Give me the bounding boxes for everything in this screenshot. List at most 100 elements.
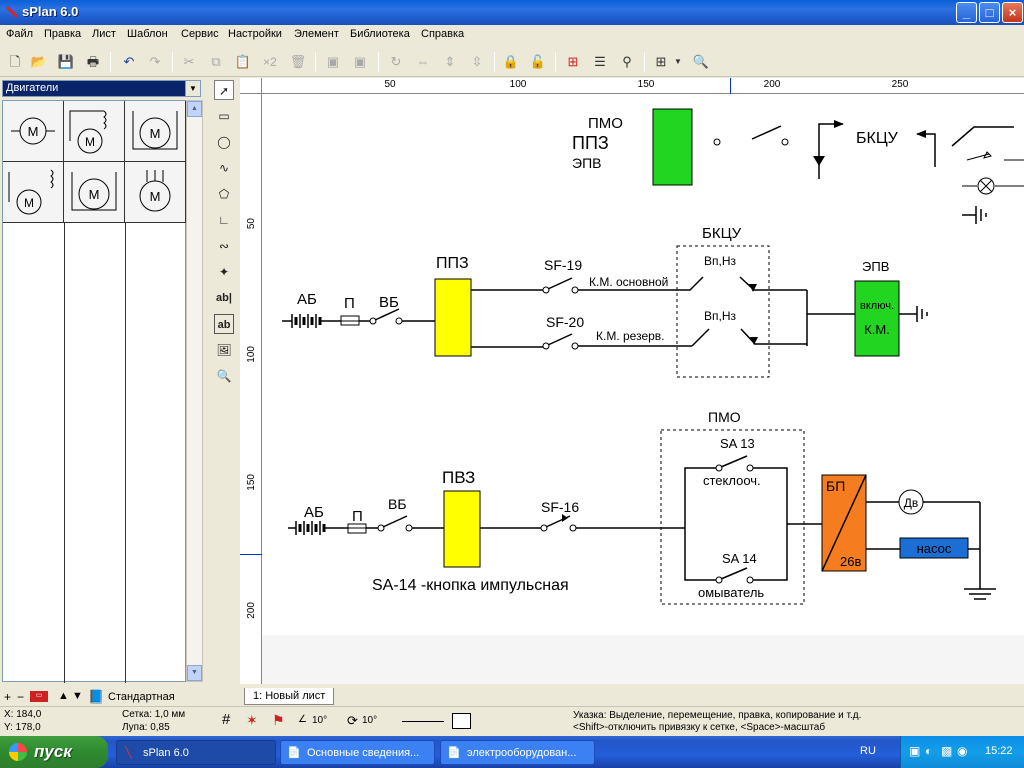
group-icon[interactable]: 🔒 xyxy=(502,54,520,69)
library-item-motor-3ph-simple[interactable]: M xyxy=(125,162,186,223)
tray-network-icon[interactable]: ▣ xyxy=(909,744,921,758)
library-panel: Двигатели ▼ M M M M M M ▲ ▼ xyxy=(0,78,204,688)
snap-icon[interactable]: ✶ xyxy=(246,712,258,728)
tray-app-icon[interactable]: ▩ xyxy=(941,744,953,758)
freehand-tool-icon[interactable]: ∿ xyxy=(218,161,230,175)
text-tool-icon[interactable]: ab| xyxy=(216,292,232,304)
find-binoculars-icon[interactable]: ⚲ xyxy=(622,54,632,69)
scroll-up-icon[interactable]: ▲ xyxy=(187,101,202,117)
zoom-tool-icon[interactable]: 🔍 xyxy=(216,369,232,383)
task-doc-2[interactable]: 📄 электрооборудован... xyxy=(440,740,595,765)
move-up-icon[interactable]: ▲ xyxy=(58,690,69,702)
menu-element[interactable]: Элемент xyxy=(294,28,339,40)
book-icon[interactable]: 📘 xyxy=(88,689,105,704)
menu-service[interactable]: Сервис xyxy=(181,28,219,40)
ungroup-icon[interactable]: 🔓 xyxy=(529,54,547,69)
menu-template[interactable]: Шаблон xyxy=(127,28,168,40)
close-button[interactable]: × xyxy=(1002,2,1023,23)
library-scrollbar[interactable]: ▲ ▼ xyxy=(186,100,203,682)
print-icon[interactable]: 🖶 xyxy=(86,54,100,69)
menu-settings[interactable]: Настройки xyxy=(228,28,282,40)
grid-icon[interactable]: ⊞ xyxy=(655,54,667,69)
move-down-icon[interactable]: ▼ xyxy=(72,690,83,702)
align-icon[interactable]: ⇳ xyxy=(471,54,483,69)
save-icon[interactable]: 💾 xyxy=(57,54,75,69)
library-item-motor-3phase[interactable]: M xyxy=(64,162,125,223)
menu-help[interactable]: Справка xyxy=(421,28,465,40)
rotate-angle-icon[interactable]: ⟳ xyxy=(347,713,358,728)
switch-blade-icon xyxy=(751,125,782,140)
task-doc-1[interactable]: 📄 Основные сведения... xyxy=(280,740,435,765)
open-folder-icon[interactable]: 📂 xyxy=(30,54,48,69)
grid-toggle-icon[interactable]: # xyxy=(222,711,231,728)
to-front-icon[interactable]: ▣ xyxy=(326,54,340,69)
mirror-v-icon[interactable]: ⇕ xyxy=(444,54,456,69)
tab-sheet-1[interactable]: 1: Новый лист xyxy=(244,688,335,705)
fill-preview[interactable] xyxy=(452,713,471,729)
point-tool-icon[interactable]: ✦ xyxy=(218,265,230,279)
textbox-tool-icon[interactable]: ab xyxy=(214,314,234,334)
maximize-button[interactable]: □ xyxy=(979,2,1000,23)
language-indicator[interactable]: RU xyxy=(860,745,876,757)
paste-icon[interactable]: 📋 xyxy=(234,54,252,69)
label-stekloch: стеклооч. xyxy=(703,473,761,488)
svg-text:M: M xyxy=(24,196,34,210)
label-sa13: SA 13 xyxy=(720,436,755,451)
parts-list-icon[interactable]: ☰ xyxy=(594,54,606,69)
arrow-tool-icon[interactable]: ➚ xyxy=(214,80,234,100)
numbering-icon[interactable]: ⊞ xyxy=(567,54,579,69)
chevron-down-icon[interactable]: ▼ xyxy=(185,81,200,96)
label-bkcu-mid: БКЦУ xyxy=(702,225,742,242)
duplicate-x2-icon[interactable]: ×2 xyxy=(263,55,277,69)
rotate-angle-value[interactable]: 10° xyxy=(362,715,378,726)
mirror-h-icon[interactable]: ⇔ xyxy=(416,54,430,69)
drawing-canvas[interactable]: ПМО ППЗ ЭПВ БКЦУ АБ П ВБ ППЗ SF-19 К.М. … xyxy=(262,94,1024,684)
angle-icon[interactable]: ∠ xyxy=(298,714,307,725)
library-select[interactable]: Двигатели ▼ xyxy=(2,80,201,97)
minimize-button[interactable]: _ xyxy=(956,2,977,23)
image-tool-icon[interactable]: 🖼 xyxy=(216,343,232,357)
menu-library[interactable]: Библиотека xyxy=(350,28,410,40)
ellipse-tool-icon[interactable]: ◯ xyxy=(217,135,231,149)
start-button[interactable]: пуск xyxy=(0,736,108,768)
tray-media-icon[interactable]: ◉ xyxy=(957,744,968,758)
library-edit-icon[interactable]: ▭ xyxy=(30,691,48,702)
library-item-motor-box[interactable]: M xyxy=(125,101,186,162)
grid-dropdown-icon[interactable]: ▼ xyxy=(674,57,682,66)
cut-icon[interactable]: ✂ xyxy=(183,54,195,69)
library-item-motor[interactable]: M xyxy=(3,101,64,162)
polygon-tool-icon[interactable]: ⬠ xyxy=(218,187,230,201)
library-item-motor-series[interactable]: M xyxy=(3,162,64,223)
motor-3ph-simple-icon: M xyxy=(139,170,171,212)
add-icon[interactable]: + xyxy=(4,690,12,704)
svg-text:M: M xyxy=(150,189,161,204)
angle-value[interactable]: 10° xyxy=(312,715,328,726)
pin-icon[interactable]: ⚑ xyxy=(272,712,285,728)
svg-text:M: M xyxy=(85,135,95,149)
delete-icon[interactable]: 🗑 xyxy=(289,54,307,69)
copy-icon[interactable]: ⧉ xyxy=(211,54,221,69)
to-back-icon[interactable]: ▣ xyxy=(353,54,367,69)
menu-edit[interactable]: Правка xyxy=(44,28,82,40)
library-item-motor-winding[interactable]: M xyxy=(64,101,125,162)
remove-icon[interactable]: − xyxy=(17,690,25,704)
line-width-preview[interactable] xyxy=(402,721,444,722)
arrow-right-icon xyxy=(834,120,844,128)
lamp-icon xyxy=(977,177,995,195)
undo-icon[interactable]: ↶ xyxy=(123,54,135,69)
new-file-icon[interactable]: 🗋 xyxy=(9,54,21,69)
redo-icon[interactable]: ↷ xyxy=(149,54,161,69)
zoom-icon[interactable]: 🔍 xyxy=(692,54,710,69)
rectangle-tool-icon[interactable]: ▭ xyxy=(218,109,230,123)
task-splan[interactable]: ╲ sPlan 6.0 xyxy=(116,740,276,765)
menu-file[interactable]: Файл xyxy=(6,28,34,40)
label-omyvatel: омыватель xyxy=(698,585,764,600)
menu-sheet[interactable]: Лист xyxy=(92,28,116,40)
scroll-down-icon[interactable]: ▼ xyxy=(187,665,202,681)
clock[interactable]: 15:22 xyxy=(985,745,1013,757)
rotate-icon[interactable]: ↻ xyxy=(390,54,402,69)
polyline-tool-icon[interactable]: ∟ xyxy=(218,213,230,227)
bezier-tool-icon[interactable]: ∾ xyxy=(218,239,230,253)
ruler-corner[interactable] xyxy=(240,78,262,94)
tray-volume-icon[interactable]: ◐ xyxy=(925,744,933,758)
